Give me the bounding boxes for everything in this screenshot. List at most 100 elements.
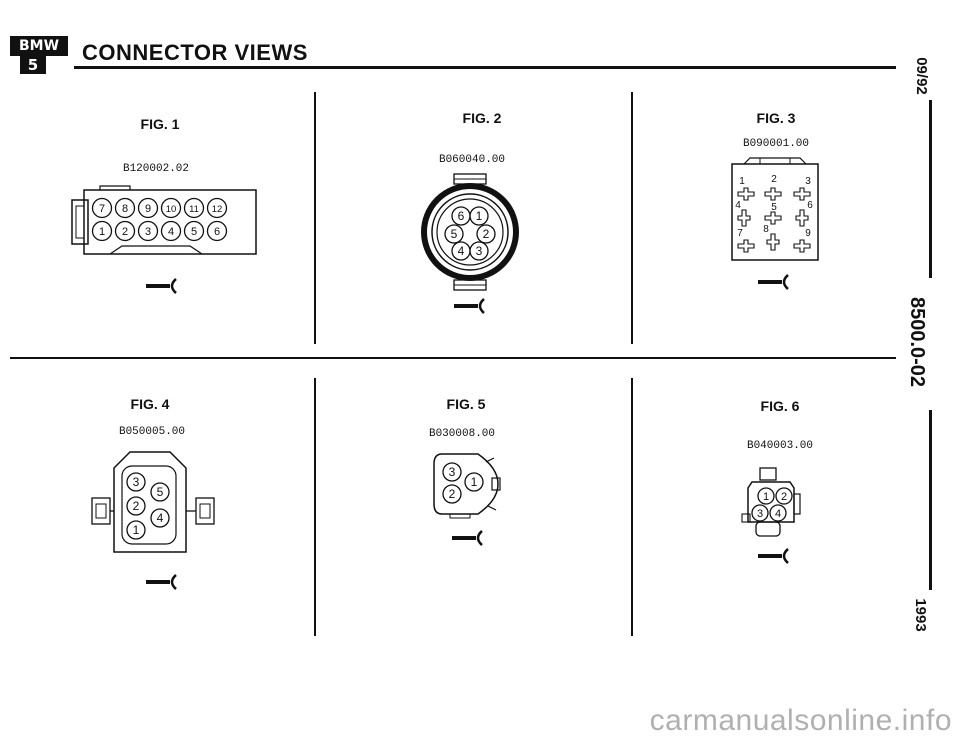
fig-1-mating-symbol [146, 278, 177, 294]
svg-text:3: 3 [145, 226, 151, 238]
fig-4-pin-1: 1 [126, 520, 146, 540]
svg-text:8: 8 [122, 203, 128, 215]
side-rule-upper [929, 100, 932, 278]
svg-text:2: 2 [483, 227, 490, 241]
fig-2-pin-1: 1 [469, 206, 489, 226]
fig-6-pin-1: 1 [757, 487, 775, 505]
fig-3-pin-7: 7 [737, 228, 743, 239]
svg-text:5: 5 [157, 485, 164, 499]
side-date: 09/92 [913, 57, 930, 95]
svg-text:4: 4 [168, 226, 174, 238]
fig-1-pin-12: 12 [206, 197, 228, 219]
column-divider-2-bottom [631, 378, 633, 636]
svg-text:2: 2 [781, 491, 787, 503]
fig-4-pin-3: 3 [126, 472, 146, 492]
svg-text:2: 2 [122, 226, 128, 238]
fig-1-pin-7: 7 [91, 197, 113, 219]
column-divider-1-top [314, 92, 316, 344]
svg-text:2: 2 [133, 499, 140, 513]
fig-5-label: FIG. 5 [446, 396, 486, 412]
fig-1-label: FIG. 1 [140, 116, 180, 132]
fig-1-pin-8: 8 [114, 197, 136, 219]
fig-5-pin-1: 1 [464, 472, 484, 492]
svg-text:1: 1 [763, 491, 769, 503]
fig-6-pin-2: 2 [775, 487, 793, 505]
fig-4-connector-diagram: 3 5 2 4 1 [91, 451, 215, 553]
fig-3-pin-2: 2 [771, 174, 777, 185]
fig-3-pin-5: 5 [771, 202, 777, 213]
svg-text:10: 10 [166, 204, 177, 215]
logo-series: 5 [20, 56, 46, 74]
fig-2-pin-5: 5 [444, 224, 464, 244]
fig-4-part-number: B050005.00 [118, 426, 185, 438]
svg-text:1: 1 [99, 226, 105, 238]
logo-brand: BMW [10, 36, 68, 56]
column-divider-2-top [631, 92, 633, 344]
svg-text:5: 5 [451, 227, 458, 241]
fig-5-mating-symbol [452, 530, 483, 546]
fig-6-label: FIG. 6 [760, 398, 800, 414]
side-year: 1993 [912, 598, 929, 632]
bmw-logo: BMW 5 [10, 36, 68, 74]
svg-text:4: 4 [775, 508, 781, 520]
svg-text:4: 4 [458, 244, 465, 258]
fig-6-mating-symbol [758, 548, 789, 564]
svg-text:3: 3 [133, 475, 140, 489]
fig-2-mating-symbol [454, 298, 485, 314]
fig-6-part-number: B040003.00 [746, 440, 813, 452]
fig-1-pin-11: 11 [183, 197, 205, 219]
svg-text:11: 11 [189, 204, 199, 215]
side-section-code: 8500.0-02 [906, 296, 928, 388]
fig-3-pin-6: 6 [807, 200, 813, 211]
fig-4-pin-2: 2 [126, 496, 146, 516]
header-rule [74, 66, 896, 69]
svg-text:6: 6 [214, 226, 220, 238]
svg-text:9: 9 [145, 203, 151, 215]
watermark: carmanualsonline.info [649, 704, 952, 737]
fig-3-pin-8: 8 [763, 224, 769, 235]
fig-1-pin-4: 4 [160, 220, 182, 242]
fig-4-label: FIG. 4 [130, 396, 170, 412]
svg-text:1: 1 [471, 475, 478, 489]
fig-6-connector-diagram: 1 2 3 4 [741, 467, 801, 537]
fig-1-pin-9: 9 [137, 197, 159, 219]
fig-1-pin-6: 6 [206, 220, 228, 242]
fig-5-connector-diagram: 3 1 2 [433, 453, 501, 519]
page-title: CONNECTOR VIEWS [82, 40, 308, 65]
fig-2-label: FIG. 2 [462, 110, 502, 126]
fig-6-pin-3: 3 [751, 504, 769, 522]
svg-text:12: 12 [212, 204, 223, 215]
fig-1-pin-5: 5 [183, 220, 205, 242]
svg-text:7: 7 [99, 203, 105, 215]
fig-3-part-number: B090001.00 [742, 138, 809, 150]
fig-1-pin-2: 2 [114, 220, 136, 242]
fig-1-pin-3: 3 [137, 220, 159, 242]
fig-5-pin-2: 2 [442, 484, 462, 504]
fig-3-pin-9: 9 [805, 228, 811, 239]
fig-3-label: FIG. 3 [756, 110, 796, 126]
column-divider-1-bottom [314, 378, 316, 636]
fig-4-mating-symbol [146, 574, 177, 590]
svg-text:6: 6 [458, 209, 465, 223]
fig-2-part-number: B060040.00 [438, 154, 505, 166]
fig-5-part-number: B030008.00 [428, 428, 495, 440]
fig-3-pin-3: 3 [805, 176, 811, 187]
side-rule-lower [929, 410, 932, 590]
fig-1-part-number: B120002.02 [122, 163, 189, 175]
svg-text:3: 3 [476, 244, 483, 258]
fig-3-mating-symbol [758, 274, 789, 290]
fig-6-pin-4: 4 [769, 504, 787, 522]
fig-3-pin-1: 1 [739, 176, 745, 187]
fig-4-pin-4: 4 [150, 508, 170, 528]
svg-text:1: 1 [133, 523, 140, 537]
svg-text:3: 3 [757, 508, 763, 520]
svg-text:4: 4 [157, 511, 164, 525]
fig-4-pin-5: 5 [150, 482, 170, 502]
fig-2-pin-2: 2 [476, 224, 496, 244]
fig-3-pin-4: 4 [735, 200, 741, 211]
fig-1-pin-1: 1 [91, 220, 113, 242]
fig-2-pin-6: 6 [451, 206, 471, 226]
fig-1-connector-diagram: 7 8 9 10 11 12 1 2 3 4 5 6 [71, 185, 257, 255]
fig-5-pin-3: 3 [442, 462, 462, 482]
fig-2-pin-3: 3 [469, 241, 489, 261]
